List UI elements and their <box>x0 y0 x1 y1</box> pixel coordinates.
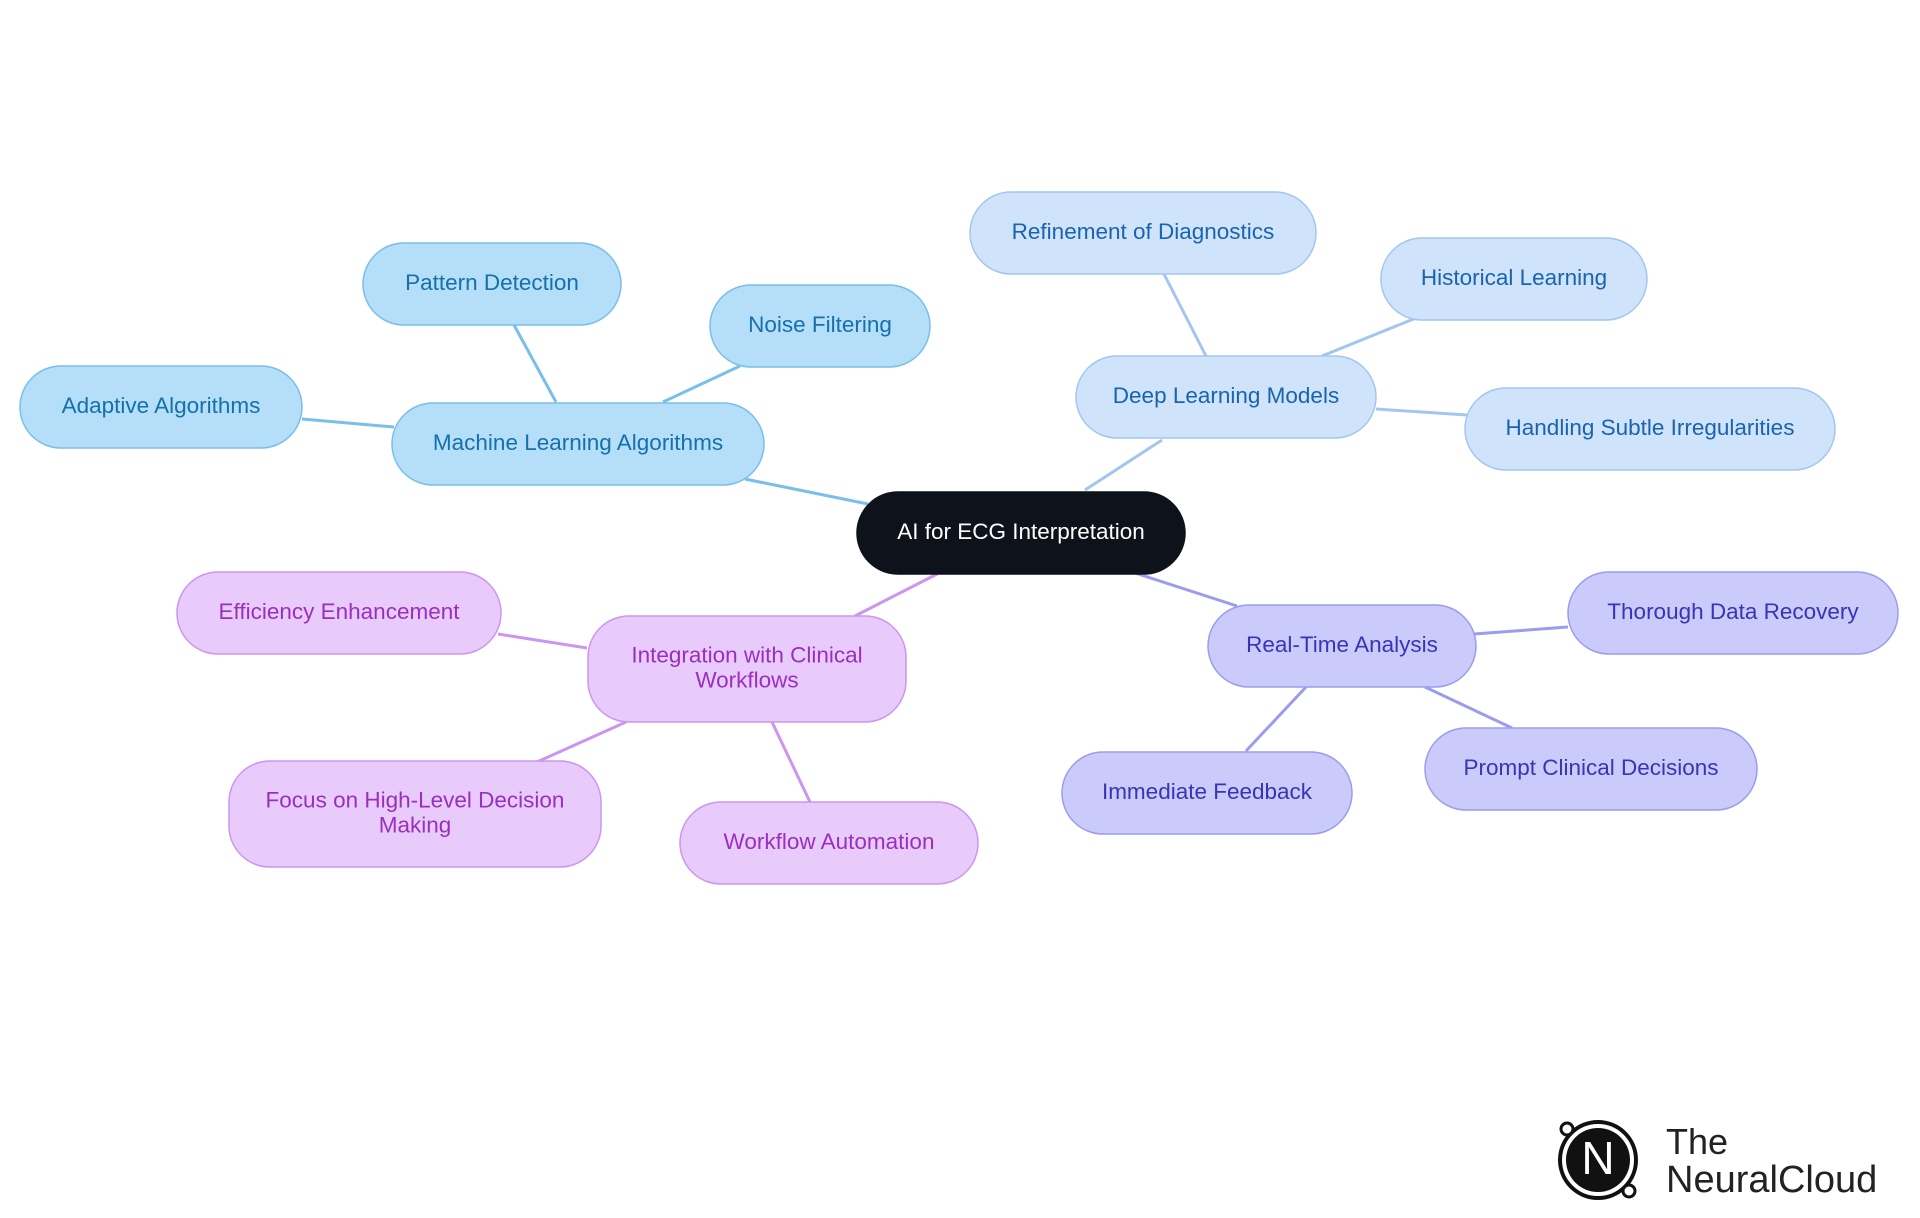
leaf-node-3-1: Thorough Data Recovery <box>1567 571 1899 655</box>
branch-node-3-box <box>1207 604 1477 688</box>
leaf-node-3-2-label: Immediate Feedback <box>1102 779 1313 804</box>
leaf-node-2-1-label: Refinement of Diagnostics <box>1012 219 1275 244</box>
branch-node-1: Machine Learning Algorithms <box>391 402 765 486</box>
leaf-node-3-1-label: Thorough Data Recovery <box>1607 599 1859 624</box>
edge-branch-4-child-3 <box>770 721 812 803</box>
root-node-box <box>856 491 1186 575</box>
branch-node-3-label: Real-Time Analysis <box>1246 632 1438 657</box>
edges <box>301 273 1569 803</box>
edge-branch-2-child-1 <box>1162 273 1208 357</box>
leaf-node-2-2: Historical Learning <box>1380 237 1648 321</box>
root-node: AI for ECG Interpretation <box>856 491 1186 575</box>
leaf-node-1-1-box <box>362 242 622 326</box>
leaf-node-3-1-box <box>1567 571 1899 655</box>
nodes: AI for ECG Interpretation Machine Learnin… <box>19 191 1899 885</box>
edge-root-to-branch-3 <box>1134 571 1238 608</box>
branch-node-1-label: Machine Learning Algorithms <box>433 430 723 455</box>
leaf-node-1-1-label: Pattern Detection <box>405 270 579 295</box>
edge-branch-4-child-2 <box>536 720 627 764</box>
leaf-node-3-2-box <box>1061 751 1353 835</box>
branch-node-1-box <box>391 402 765 486</box>
leaf-node-1-3-label: Adaptive Algorithms <box>62 393 261 418</box>
leaf-node-4-1-label: Efficiency Enhancement <box>219 599 461 624</box>
leaf-node-3-3-box <box>1424 727 1758 811</box>
edge-branch-2-child-3 <box>1375 407 1468 417</box>
leaf-node-3-3-label: Prompt Clinical Decisions <box>1463 755 1718 780</box>
leaf-node-1-2: Noise Filtering <box>709 284 931 368</box>
leaf-node-4-3-box <box>679 801 979 885</box>
leaf-node-1-2-box <box>709 284 931 368</box>
edge-branch-2-child-2 <box>1321 316 1417 358</box>
leaf-node-2-3-box <box>1464 387 1836 471</box>
leaf-node-1-1: Pattern Detection <box>362 242 622 326</box>
edge-root-to-branch-2 <box>1084 438 1163 492</box>
leaf-node-2-1: Refinement of Diagnostics <box>969 191 1317 275</box>
leaf-node-4-1-box <box>176 571 502 655</box>
leaf-node-3-2: Immediate Feedback <box>1061 751 1353 835</box>
leaf-node-3-3: Prompt Clinical Decisions <box>1424 727 1758 811</box>
leaf-node-2-2-box <box>1380 237 1648 321</box>
edge-root-to-branch-1 <box>744 477 869 506</box>
leaf-node-4-2-box <box>228 760 602 868</box>
leaf-node-2-3-label: Handling Subtle Irregularities <box>1506 415 1795 440</box>
edge-branch-3-child-3 <box>1424 685 1513 730</box>
branch-node-2-box <box>1075 355 1377 439</box>
leaf-node-4-3-label: Workflow Automation <box>724 829 935 854</box>
neuralcloud-logo-icon: N <box>1558 1120 1638 1200</box>
leaf-node-4-1: Efficiency Enhancement <box>176 571 502 655</box>
logo-mark: N <box>1581 1132 1614 1184</box>
leaf-node-2-2-label: Historical Learning <box>1421 265 1607 290</box>
root-node-label: AI for ECG Interpretation <box>897 519 1145 544</box>
edge-branch-1-child-2 <box>662 364 741 404</box>
leaf-node-1-3: Adaptive Algorithms <box>19 365 303 449</box>
branch-node-4-box <box>587 615 907 723</box>
edge-branch-3-child-1 <box>1473 625 1569 636</box>
logo-line-2: NeuralCloud <box>1666 1159 1878 1201</box>
edge-branch-1-child-1 <box>512 324 558 403</box>
branch-node-2-label: Deep Learning Models <box>1113 383 1339 408</box>
leaf-node-2-1-box <box>969 191 1317 275</box>
edge-branch-3-child-2 <box>1244 685 1308 753</box>
branch-node-3: Real-Time Analysis <box>1207 604 1477 688</box>
branch-node-2: Deep Learning Models <box>1075 355 1377 439</box>
logo-wordmark: The NeuralCloud <box>1666 1121 1878 1201</box>
leaf-node-1-3-box <box>19 365 303 449</box>
neuralcloud-logo: N The NeuralCloud <box>1556 1118 1896 1208</box>
logo-line-1: The <box>1666 1121 1729 1162</box>
leaf-node-1-2-label: Noise Filtering <box>748 312 892 337</box>
leaf-node-4-3: Workflow Automation <box>679 801 979 885</box>
edge-branch-4-child-1 <box>497 632 588 650</box>
leaf-node-2-3: Handling Subtle Irregularities <box>1464 387 1836 471</box>
edge-branch-1-child-3 <box>301 417 395 429</box>
edge-root-to-branch-4 <box>854 571 940 618</box>
